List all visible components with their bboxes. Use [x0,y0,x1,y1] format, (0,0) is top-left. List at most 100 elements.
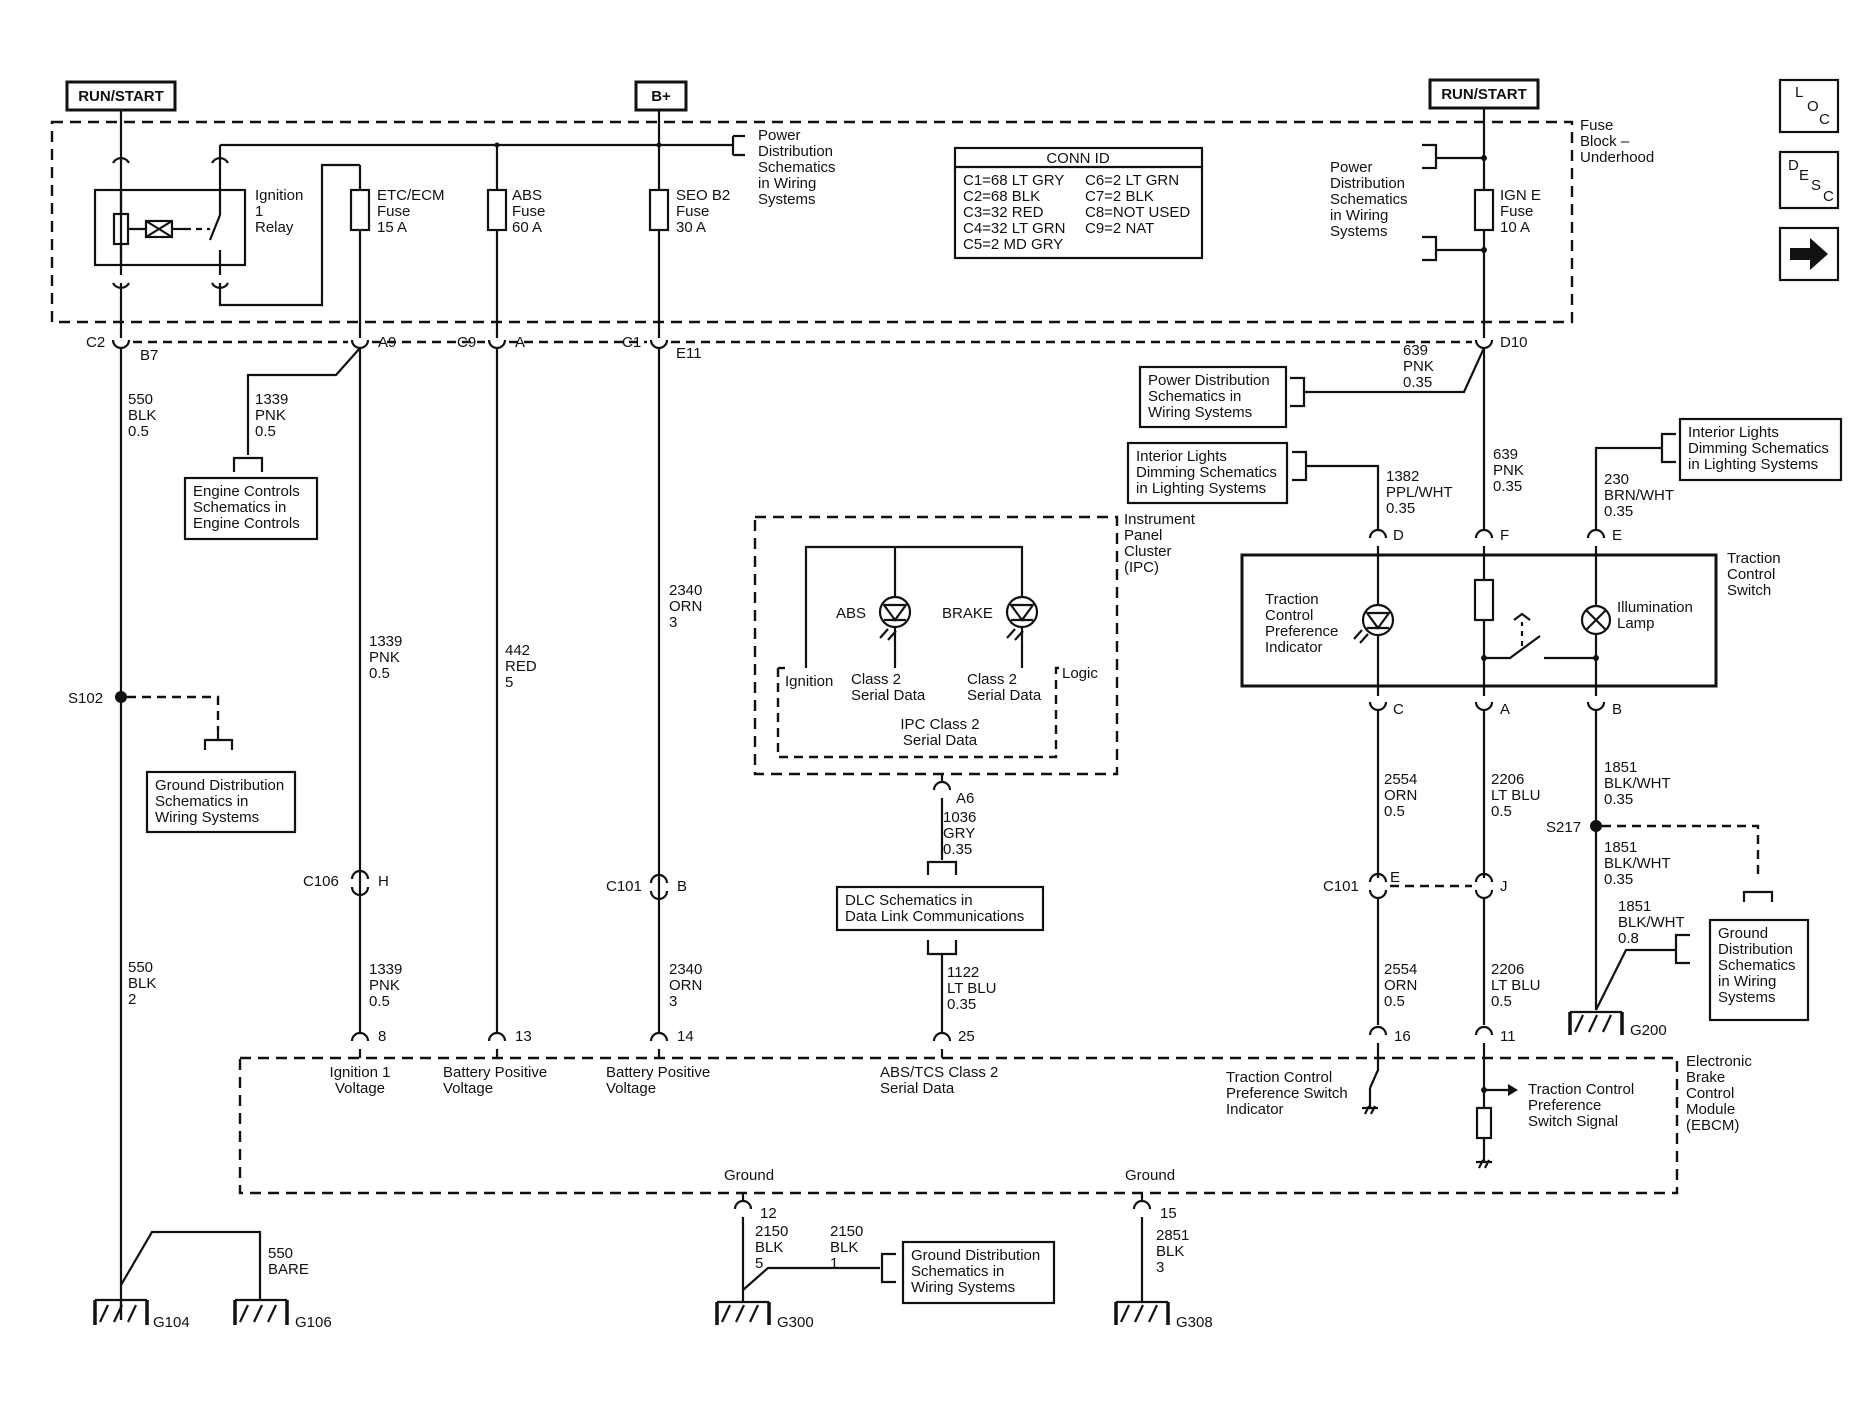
ebcm-label: Electronic Brake Control Module (EBCM) [1686,1053,1752,1134]
svg-text:BLK/WHT: BLK/WHT [1604,855,1671,872]
svg-text:PNK: PNK [1493,462,1524,479]
svg-text:H: H [378,873,389,890]
svg-text:Traction: Traction [1727,550,1781,567]
svg-text:550: 550 [128,959,153,976]
power-distribution-ref-d10: Power Distribution Schematics in Wiring … [1138,365,1288,429]
svg-text:5: 5 [755,1255,763,1272]
svg-text:Interior Lights: Interior Lights [1136,448,1227,465]
svg-text:D: D [1788,157,1799,174]
svg-text:BLK/WHT: BLK/WHT [1618,914,1685,931]
ebcm-pin-16: 16 [1368,1025,1411,1058]
svg-text:Indicator: Indicator [1265,639,1323,656]
ignition-relay [93,125,360,307]
svg-text:550: 550 [128,391,153,408]
svg-text:CONN ID: CONN ID [1046,150,1110,167]
ebcm-ignition-voltage: Ignition 1 Voltage [330,1064,391,1097]
svg-text:Ignition 1: Ignition 1 [330,1064,391,1081]
tcs-resistor [1473,578,1495,622]
svg-text:D10: D10 [1500,334,1528,351]
svg-text:Wiring Systems: Wiring Systems [911,1279,1015,1296]
svg-text:11: 11 [1500,1028,1516,1045]
svg-text:E: E [1799,167,1809,184]
svg-text:1851: 1851 [1604,839,1637,856]
c2-connector: C2 B7 [86,334,158,364]
svg-text:Voltage: Voltage [335,1080,385,1097]
svg-text:Instrument: Instrument [1124,511,1196,528]
dlc-schematics-ref: DLC Schematics in Data Link Communicatio… [835,885,1045,932]
svg-text:E11: E11 [676,345,702,362]
battery-positive-label: B+ [634,80,688,112]
svg-text:Control: Control [1686,1085,1734,1102]
svg-text:0.5: 0.5 [369,665,390,682]
c9-connector: C9 A [457,334,525,351]
location-button[interactable]: L O C [1778,78,1840,134]
svg-text:C: C [1393,701,1404,718]
svg-text:F: F [1500,527,1509,544]
ebcm-ground-label-a: Ground [724,1167,774,1184]
brake-warning-lamp: BRAKE [942,595,1039,641]
description-button[interactable]: D E S C [1778,150,1840,210]
svg-text:C106: C106 [303,873,339,890]
svg-text:0.35: 0.35 [947,996,976,1013]
wire-550-blk-b: 550 BLK 2 [128,959,156,1008]
svg-text:Fuse: Fuse [512,203,545,220]
svg-text:ABS/TCS Class 2: ABS/TCS Class 2 [880,1064,998,1081]
illumination-lamp: Illumination Lamp [1580,555,1693,686]
svg-text:BLK: BLK [128,407,156,424]
wire-550-blk-a: 550 BLK 0.5 [128,391,156,440]
c101-connector-right: C101 E J [1323,869,1508,900]
svg-text:Distribution: Distribution [758,143,833,160]
svg-text:0.5: 0.5 [1384,803,1405,820]
svg-text:Switch Signal: Switch Signal [1528,1113,1618,1130]
svg-text:E: E [1390,869,1400,886]
svg-text:G106: G106 [295,1314,332,1331]
svg-text:0.35: 0.35 [1604,503,1633,520]
svg-text:Brake: Brake [1686,1069,1725,1086]
svg-text:C101: C101 [1323,878,1359,895]
svg-text:30 A: 30 A [676,219,706,236]
svg-text:ABS: ABS [836,605,866,622]
ebcm-tcs-indicator: Traction Control Preference Switch Indic… [1226,1058,1380,1118]
s217-splice: S217 [1546,819,1774,902]
svg-text:0.35: 0.35 [1493,478,1522,495]
svg-text:C1: C1 [622,334,641,351]
svg-text:Preference Switch: Preference Switch [1226,1085,1348,1102]
wire-639-pnk-a: 639 PNK 0.35 [1403,342,1434,391]
svg-text:Battery Positive: Battery Positive [606,1064,710,1081]
svg-text:B: B [1612,701,1622,718]
run-start-label-right: RUN/START [1428,78,1540,110]
svg-text:1851: 1851 [1618,898,1651,915]
ebcm-pin-14: 14 [649,1028,694,1058]
svg-text:in Lighting Systems: in Lighting Systems [1688,456,1818,473]
svg-text:BRN/WHT: BRN/WHT [1604,487,1674,504]
svg-text:S: S [1811,177,1821,194]
tcs-connector-b: B [1586,686,1622,1010]
svg-text:Fuse: Fuse [676,203,709,220]
svg-text:0.5: 0.5 [1491,993,1512,1010]
wire-2150-blk-b: 2150 BLK 1 [742,1223,896,1291]
svg-text:Systems: Systems [1330,223,1388,240]
svg-text:ORN: ORN [669,598,702,615]
svg-text:B: B [677,878,687,895]
svg-text:C3=32 RED: C3=32 RED [963,204,1044,221]
svg-text:Engine Controls: Engine Controls [193,483,300,500]
next-arrow-button[interactable] [1778,226,1840,282]
ground-distribution-ref-s217: Ground Distribution Schematics in Wiring… [1708,918,1810,1022]
tcs-connector-c: C [1368,686,1404,878]
svg-text:2150: 2150 [830,1223,863,1240]
ground-g200: G200 [1568,1010,1667,1039]
svg-text:0.5: 0.5 [1384,993,1405,1010]
svg-text:in Lighting Systems: in Lighting Systems [1136,480,1266,497]
svg-text:2206: 2206 [1491,961,1524,978]
svg-text:S102: S102 [68,690,103,707]
svg-text:Voltage: Voltage [606,1080,656,1097]
svg-text:2340: 2340 [669,961,702,978]
svg-text:E: E [1612,527,1622,544]
abs-warning-lamp: ABS [836,595,912,641]
wire-2150-blk-a: 2150 BLK 5 [755,1223,788,1272]
svg-text:3: 3 [669,614,677,631]
wire-1851-blk-wht-c: 1851 BLK/WHT 0.8 [1618,898,1685,947]
svg-text:B7: B7 [140,347,158,364]
svg-text:ETC/ECM: ETC/ECM [377,187,445,204]
